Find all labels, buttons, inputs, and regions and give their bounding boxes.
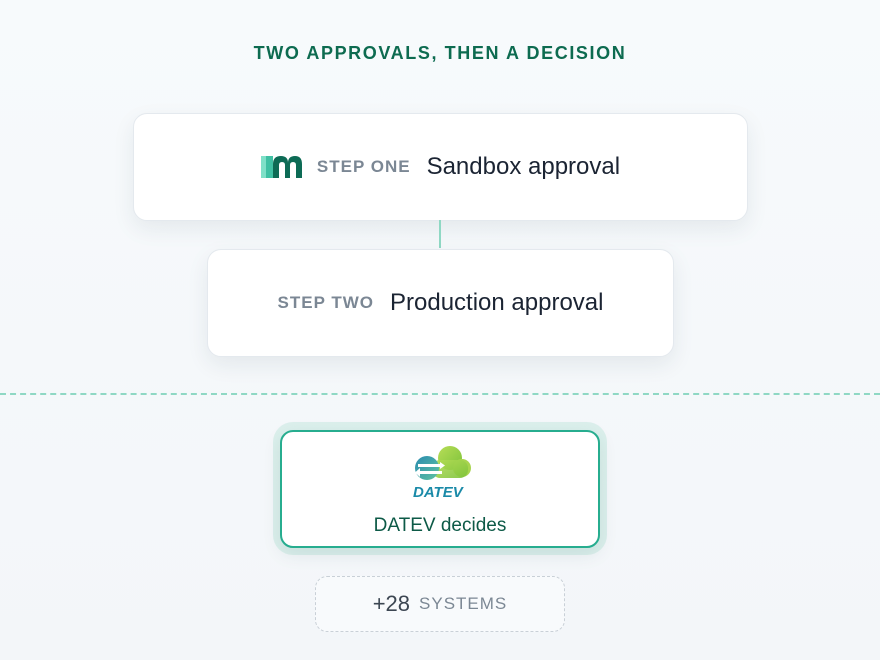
step-one-title: Sandbox approval [426, 153, 621, 180]
datev-cloud-logo: DATEV [413, 446, 471, 500]
m-logo-icon [260, 156, 302, 178]
diagram-title: TWO APPROVALS, THEN A DECISION [253, 43, 627, 63]
decider-card: DATEV DATEV decides [280, 430, 600, 548]
more-systems-label: SYSTEMS [419, 594, 508, 613]
more-systems-pill: +28 SYSTEMS [315, 576, 565, 632]
step-two-title: Production approval [390, 289, 604, 316]
decider-label: DATEV decides [373, 515, 507, 536]
step-one-card: STEP ONE Sandbox approval [133, 113, 748, 221]
step-two-card: STEP TWO Production approval [207, 249, 674, 357]
more-systems-count: +28 [372, 591, 411, 616]
step-connector [439, 220, 441, 248]
step-two-label: STEP TWO [277, 293, 374, 312]
datev-logo-text: DATEV [413, 484, 465, 500]
step-one-label: STEP ONE [316, 157, 411, 176]
dashed-divider [0, 393, 880, 395]
